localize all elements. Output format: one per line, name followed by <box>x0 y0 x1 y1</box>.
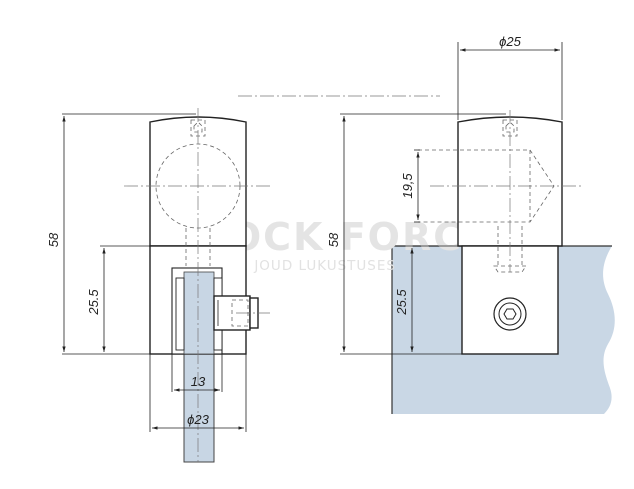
dim-label-front-58: 58 <box>46 232 61 247</box>
dim-label-side-25-5: 25.5 <box>394 289 409 316</box>
socket-screw-inner <box>498 302 522 326</box>
dim-label-phi-23: ϕ23 <box>187 412 209 427</box>
hex-socket-icon <box>503 308 517 320</box>
watermark-brand: LOCK FORCE <box>204 215 491 259</box>
watermark-tagline: PROF. JOUD LUKUSTUSES <box>206 258 396 274</box>
dim-label-front-25-5: 25.5 <box>86 289 101 316</box>
dim-label-bore-19-5: 19,5 <box>400 173 415 199</box>
hidden-screw-head <box>193 121 203 133</box>
dim-label-side-58: 58 <box>326 232 341 247</box>
dim-label-phi-25: ϕ25 <box>499 34 521 49</box>
gasket-left <box>175 277 185 351</box>
front-view: 58 25.5 13 ϕ23 <box>46 108 270 463</box>
dim-label-glass-13: 13 <box>191 374 206 389</box>
glass-in-slot <box>183 271 215 355</box>
side-view: ϕ25 58 25.5 19,5 <box>238 34 582 355</box>
